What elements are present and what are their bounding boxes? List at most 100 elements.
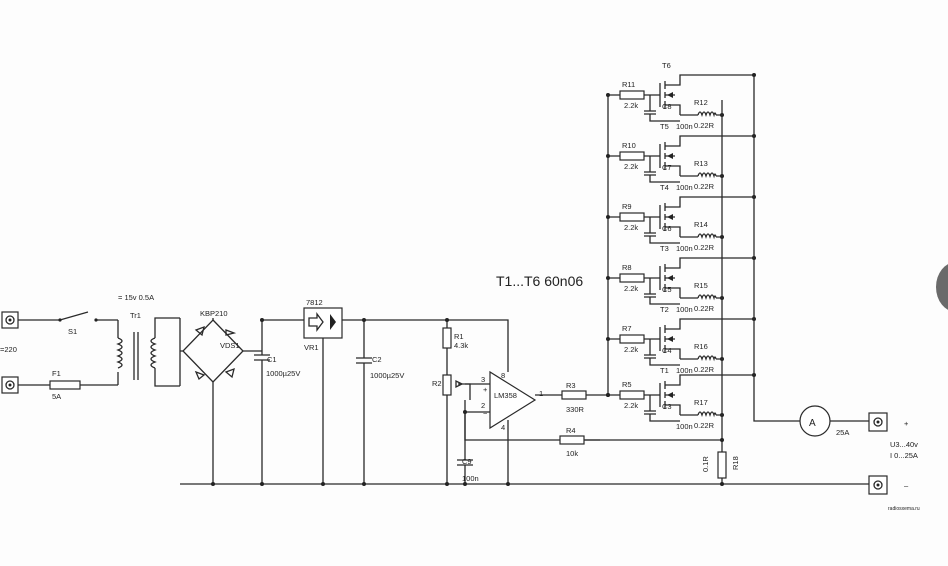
output-minus-label: – <box>904 481 909 490</box>
stage-4-gate-resistor-label: R8 <box>622 263 632 272</box>
r4-value: 10k <box>566 449 578 458</box>
bridge-label: KBP210 <box>200 309 228 318</box>
switch-label: S1 <box>68 327 77 336</box>
stage-5-mosfet-arrow <box>667 336 673 342</box>
opamp-label: LM358 <box>494 391 517 400</box>
stage-3-source-resistor <box>697 233 717 240</box>
stage-4-source-resistor-label: R15 <box>694 281 708 290</box>
stage-6-mosfet <box>659 374 754 415</box>
fuse-value: 5A <box>52 392 61 401</box>
stage-3-source-resistor-value: 0.22R <box>694 243 715 252</box>
stage-1-transistor-label: T5 <box>660 122 669 131</box>
r3-value: 330R <box>566 405 585 414</box>
shunt-label: R18 <box>731 456 740 470</box>
stage-3-source-resistor-label: R14 <box>694 220 708 229</box>
stage-3-junction <box>606 215 610 219</box>
regulator-ref: VR1 <box>304 343 319 352</box>
stage-3-mosfet-arrow <box>667 214 673 220</box>
output-spec-current: I 0...25A <box>890 451 918 460</box>
stage-1-gate-resistor-label: R11 <box>622 80 635 89</box>
c1-label: C1 <box>267 355 277 364</box>
regulator-label: 7812 <box>306 298 323 307</box>
scroll-handle[interactable] <box>936 262 948 312</box>
stage-1-source-resistor <box>697 111 717 118</box>
stage-4-transistor-label: T2 <box>660 305 669 314</box>
bridge-rectifier <box>179 318 262 484</box>
fuse-symbol <box>49 380 81 390</box>
stage-1-gate-cap <box>644 95 680 122</box>
stage-1-gate-resistor-value: 2.2k <box>624 101 638 110</box>
stage-1-source-resistor-value: 0.22R <box>694 121 715 130</box>
c2-label: C2 <box>372 355 382 364</box>
stage-5-gate-resistor-label: R7 <box>622 324 632 333</box>
stage-4-junction <box>606 276 610 280</box>
stage-4-gate-resistor <box>619 273 645 283</box>
watermark: radiosxema.ru <box>888 506 920 512</box>
stage-6-source-resistor <box>697 411 717 418</box>
stage-2-transistor-label: T4 <box>660 183 669 192</box>
pin-8-label: 8 <box>501 371 505 380</box>
stage-2-source-resistor <box>697 172 717 179</box>
stage-5-gate-resistor <box>619 334 645 344</box>
transformer-label: Tr1 <box>130 311 141 320</box>
stage-2-gate-cap <box>644 156 680 183</box>
stage-6-mosfet-arrow <box>667 392 673 398</box>
stage-4-mosfet-arrow <box>667 275 673 281</box>
r3-label: R3 <box>566 381 576 390</box>
stage-5-cap-label: C4 <box>662 346 672 355</box>
opamp-symbol <box>489 370 537 430</box>
bridge-ref: VDS1 <box>220 341 240 350</box>
stage-5-source-resistor <box>697 355 717 362</box>
stage-2-gate-resistor <box>619 151 645 161</box>
stage-1-source-resistor-label: R12 <box>694 98 708 107</box>
stage-3-mosfet <box>659 196 754 237</box>
r1-value: 4.3k <box>454 341 468 350</box>
stage-3-transistor-label: T3 <box>660 244 669 253</box>
output-terminals <box>868 412 888 495</box>
stage-4-gate-cap <box>644 278 680 305</box>
stage-6-gate-resistor-label: R5 <box>622 380 632 389</box>
fuse-label: F1 <box>52 369 61 378</box>
stage-1-gate-resistor <box>619 90 645 100</box>
stage-1-cap-value: 100n <box>676 122 693 131</box>
stage-2-mosfet-arrow <box>667 153 673 159</box>
output-spec-voltage: U3...40v <box>890 440 918 449</box>
stage-5-junction <box>606 337 610 341</box>
svg-text:−: − <box>483 409 488 418</box>
transformer-symbol <box>116 317 180 387</box>
c9-label: C9 <box>462 457 472 466</box>
stage-6-gate-resistor-value: 2.2k <box>624 401 638 410</box>
output-plus-label: + <box>904 419 909 428</box>
ammeter-rating: 25A <box>836 428 849 437</box>
stage-1-cap-label: C8 <box>662 102 672 111</box>
stage-2-junction <box>606 154 610 158</box>
stage-4-source-resistor <box>697 294 717 301</box>
stage-3-gate-resistor-label: R9 <box>622 202 632 211</box>
r2-label: R2 <box>432 379 442 388</box>
stage-2-cap-label: C7 <box>662 163 672 172</box>
c1-value: 1000µ25V <box>266 369 300 378</box>
stage-1-drain-junction <box>752 73 756 77</box>
stage-2-cap-value: 100n <box>676 183 693 192</box>
stage-3-gate-resistor-value: 2.2k <box>624 223 638 232</box>
mains-label: =220 <box>0 345 17 354</box>
c2-value: 1000µ25V <box>370 371 404 380</box>
stage-3-cap-value: 100n <box>676 244 693 253</box>
stage-6-cap-label: C3 <box>662 402 672 411</box>
stage-2-source-resistor-label: R13 <box>694 159 708 168</box>
stage-6-gate-cap <box>644 395 680 422</box>
stage-6-gate-resistor <box>619 390 645 400</box>
stage-3-gate-cap <box>644 217 680 244</box>
stage-3-cap-label: C6 <box>662 224 672 233</box>
stage-2-source-resistor-value: 0.22R <box>694 182 715 191</box>
stage-1-mosfet-arrow <box>667 92 673 98</box>
t6-label: T6 <box>662 61 671 70</box>
stage-4-mosfet <box>659 257 754 298</box>
pin-3-label: 3 <box>481 375 485 384</box>
stage-5-cap-value: 100n <box>676 366 693 375</box>
pin-4-label: 4 <box>501 423 505 432</box>
stage-5-gate-cap <box>644 339 680 366</box>
stage-1-mosfet <box>659 74 754 115</box>
